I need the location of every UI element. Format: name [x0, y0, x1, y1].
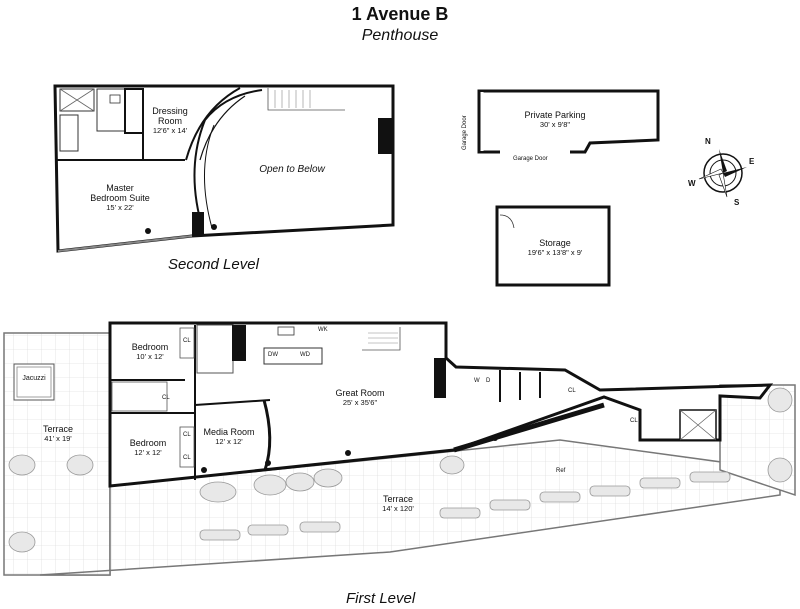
room-dims: 19'6" x 13'8" x 9': [527, 248, 583, 257]
room-master-bedroom: Master Bedroom Suite 15' x 22': [90, 183, 150, 213]
room-storage: Storage 19'6" x 13'8" x 9': [528, 238, 583, 258]
room-dressing: Dressing Room 12'6" x 14': [152, 106, 188, 136]
room-terrace-left: Terrace 41' x 19': [43, 424, 73, 444]
landscaping: [8, 387, 793, 553]
ref-label: Ref: [556, 468, 566, 474]
room-name: Terrace: [42, 424, 74, 434]
second-level-label: Second Level: [168, 256, 259, 273]
wk-label: WK: [318, 327, 328, 333]
closet-label: CL: [630, 418, 638, 424]
room-great: Great Room 25' x 35'6": [335, 388, 384, 408]
garage-door-side-label: Garage Door: [462, 115, 468, 150]
room-name: Bedroom: [131, 342, 169, 352]
room-open-below: Open to Below: [259, 165, 325, 175]
compass-n: N: [705, 137, 711, 146]
first-level-plan: [3, 321, 796, 576]
room-bedroom-1: Bedroom 10' x 12': [132, 342, 169, 362]
room-name: Master Bedroom Suite: [90, 183, 150, 203]
compass-e: E: [749, 157, 755, 166]
room-dims: 12' x 12': [215, 437, 243, 446]
washer-dryer-label: WD: [300, 352, 310, 358]
room-dims: 25' x 35'6": [342, 398, 378, 407]
room-name: Storage: [539, 238, 571, 248]
room-name: Bedroom: [129, 438, 167, 448]
garage-door-label: Garage Door: [513, 156, 548, 162]
room-name: Dressing Room: [152, 106, 188, 126]
d-label: D: [486, 378, 491, 384]
room-name: Open to Below: [259, 164, 325, 175]
plan-subtitle: Penthouse: [361, 27, 439, 44]
room-terrace-main: Terrace 14' x 120': [382, 494, 414, 514]
closet-label: CL: [183, 432, 191, 438]
dishwasher-label: DW: [268, 352, 278, 358]
w-label: W: [474, 378, 480, 384]
room-name: Private Parking: [524, 110, 586, 120]
room-dims: 30' x 9'8": [539, 120, 571, 129]
compass-s: S: [734, 198, 740, 207]
room-private-parking: Private Parking 30' x 9'8": [524, 110, 585, 130]
storage-plan: [495, 205, 611, 287]
room-name: Media Room: [203, 427, 255, 437]
first-level-label: First Level: [346, 590, 416, 607]
closet-label: CL: [183, 455, 191, 461]
room-name: Great Room: [335, 388, 385, 398]
closet-label: CL: [162, 395, 170, 401]
room-dims: 41' x 19': [44, 434, 72, 443]
compass-rose: [698, 149, 747, 198]
room-dims: 14' x 120': [382, 504, 414, 513]
room-jacuzzi: Jacuzzi: [22, 374, 45, 384]
closet-label: CL: [183, 338, 191, 344]
closet-label: CL: [568, 388, 576, 394]
compass-w: W: [688, 179, 696, 188]
plan-title: 1 Avenue B: [351, 4, 449, 24]
room-dims: 12'6" x 14': [152, 126, 188, 135]
second-level-plan: [53, 84, 395, 253]
room-bedroom-2: Bedroom 12' x 12': [130, 438, 167, 458]
room-dims: 15' x 22': [106, 203, 134, 212]
room-media: Media Room 12' x 12': [203, 427, 254, 447]
oven-label: OV: [237, 352, 246, 358]
room-dims: 10' x 12': [136, 352, 164, 361]
room-name: Terrace: [382, 494, 414, 504]
parking-plan: [477, 89, 660, 154]
room-dims: 12' x 12': [134, 448, 162, 457]
room-name: Jacuzzi: [22, 375, 46, 382]
